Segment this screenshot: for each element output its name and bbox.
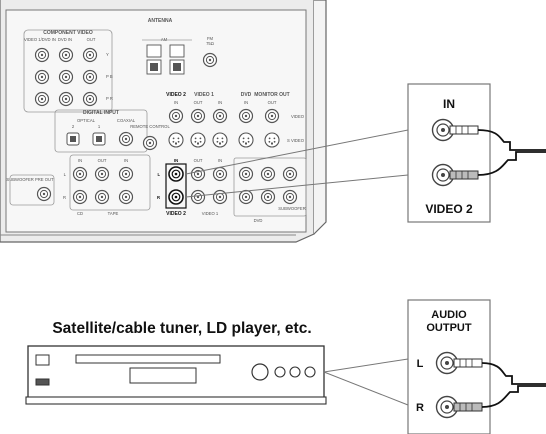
svideo-row-label: S VIDEO: [287, 138, 305, 143]
dvd-in-label: IN: [244, 100, 248, 105]
tape-in-label: IN: [124, 158, 128, 163]
callout-video2-label: VIDEO 2: [425, 202, 473, 216]
device-display: [130, 368, 196, 383]
device-disc-tray: [76, 355, 220, 363]
am-label: AM: [161, 37, 168, 42]
dvd-header-label: DVD: [241, 92, 252, 98]
device-r-label: R: [416, 402, 424, 414]
coaxial-jack: [120, 133, 133, 146]
subwoofer-label: SUBWOOFER: [278, 206, 305, 211]
device-button-2: [290, 367, 300, 377]
component-video-label: COMPONENT VIDEO: [43, 30, 93, 36]
audio-output-line1: AUDIO: [431, 309, 467, 321]
antenna-label: ANTENNA: [148, 18, 173, 24]
device-l-label: L: [417, 358, 424, 370]
video1-audio-in-label: IN: [218, 158, 222, 163]
tape-label: TAPE: [108, 211, 119, 216]
remote-control-label: REMOTE CONTROL: [130, 124, 170, 129]
digital-input-label: DIGITAL INPUT: [83, 110, 119, 116]
video2-audio-in-l-jack: [169, 167, 183, 181]
audio-output-line2: OUTPUT: [426, 322, 472, 334]
component-pr-label: P R: [106, 96, 113, 101]
device-indicator: [36, 379, 49, 385]
subwoofer-pre-out-label: SUBWOOFER PRE OUT: [6, 177, 54, 182]
audio-r-label: R: [63, 195, 66, 200]
device-caption: Satellite/cable tuner, LD player, etc.: [52, 320, 311, 337]
component-pb-label: P B: [106, 74, 113, 79]
optical-jack-1: [93, 133, 105, 145]
optical-jack-2: [67, 133, 79, 145]
video1-header-label: VIDEO 1: [194, 92, 214, 98]
video1-in-label: IN: [218, 100, 222, 105]
video1-audio-label: VIDEO 1: [202, 211, 219, 216]
video-row-label: VIDEO: [291, 114, 305, 119]
device-power-button: [36, 355, 49, 365]
fm-antenna-jack: [204, 54, 217, 67]
component-input-2-label: DVD IN: [58, 37, 72, 42]
dvd-audio-label: DVD: [254, 218, 263, 223]
component-out-label: OUT: [87, 37, 96, 42]
video2-l-label: L: [157, 172, 160, 177]
device-button-3: [305, 367, 315, 377]
component-input-1-label: VIDEO 1/DVD IN: [24, 37, 56, 42]
fm-ohm-label: 75Ω: [206, 41, 214, 46]
monitor-out-label: MONITOR OUT: [254, 92, 289, 98]
cd-in-label: IN: [78, 158, 82, 163]
video2-audio-in-r-jack: [169, 190, 183, 204]
component-jack-grid: [36, 49, 97, 106]
component-y-label: Y: [106, 52, 109, 57]
video2-audio-in-label: IN: [174, 158, 178, 163]
video2-r-label: R: [157, 195, 160, 200]
device-knob: [252, 364, 268, 380]
cd-label: CD: [77, 211, 83, 216]
source-device: [26, 346, 326, 404]
callout-in-label: IN: [443, 97, 455, 111]
video1-audio-out-label: OUT: [194, 158, 203, 163]
remote-control-jack: [144, 137, 157, 150]
optical-label: OPTICAL: [77, 118, 96, 123]
monitor-out-sub-label: OUT: [268, 100, 277, 105]
video2-in-label: IN: [174, 100, 178, 105]
video1-out-label: OUT: [194, 100, 203, 105]
coaxial-label: COAXIAL: [117, 118, 136, 123]
video2-bottom-label: VIDEO 2: [166, 211, 186, 217]
tape-out-label: OUT: [98, 158, 107, 163]
device-button-1: [275, 367, 285, 377]
subwoofer-pre-out-jack: [38, 188, 51, 201]
video2-header-label: VIDEO 2: [166, 92, 186, 98]
